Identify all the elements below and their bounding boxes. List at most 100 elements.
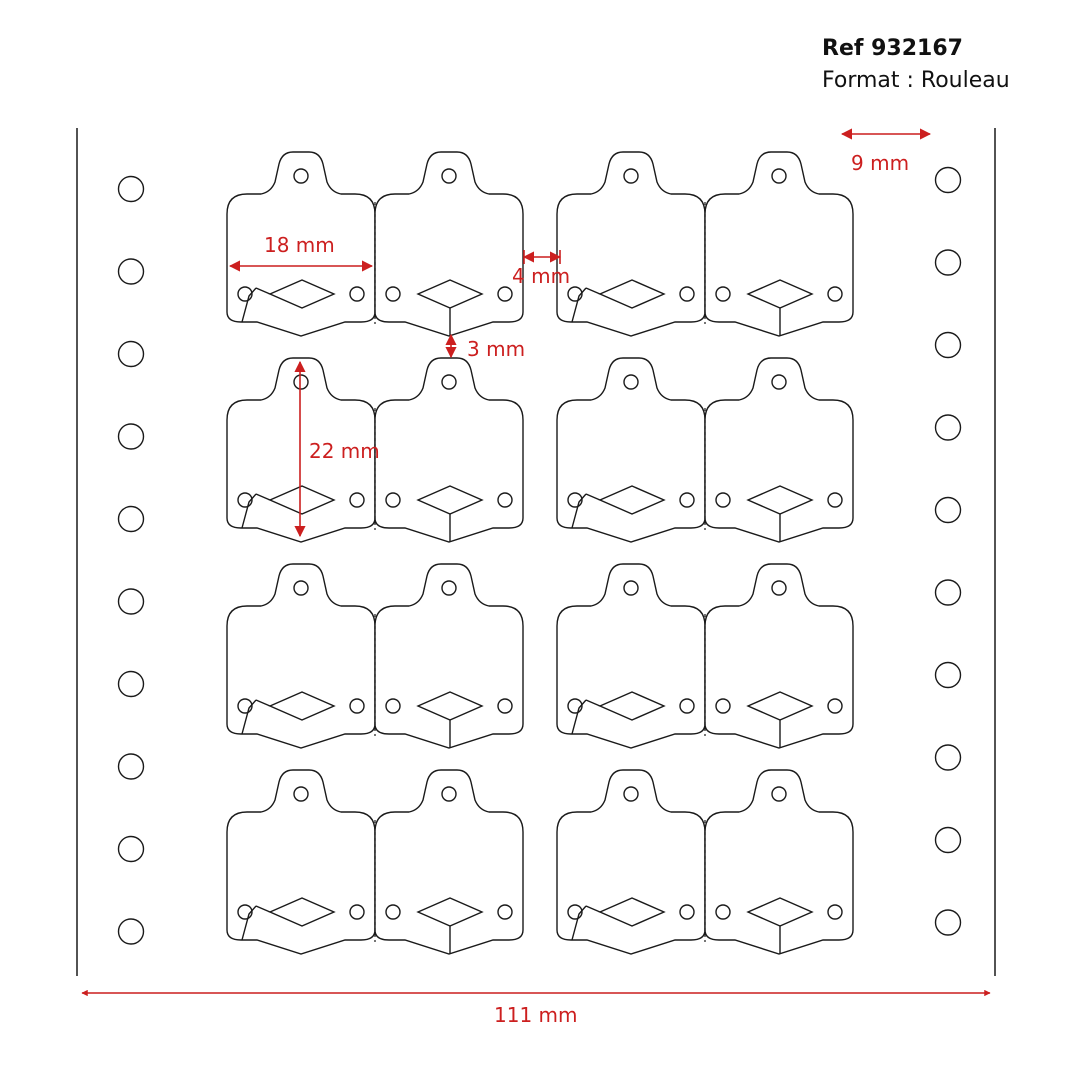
tag <box>556 357 706 543</box>
hang-hole <box>623 580 639 596</box>
hang-hole <box>623 374 639 390</box>
sprocket-hole-left <box>117 505 145 533</box>
side-hole <box>715 492 731 508</box>
sprocket-hole-left <box>117 258 145 285</box>
roll-width-label: 111 mm <box>494 1003 578 1027</box>
tag <box>704 563 854 749</box>
tag-height-label: 22 mm <box>309 439 380 463</box>
side-hole <box>349 904 365 920</box>
diamond-slot <box>416 691 484 721</box>
hang-hole <box>441 786 457 802</box>
hang-hole <box>293 786 309 802</box>
sprocket-hole-right <box>934 579 962 606</box>
tag-width-label: 18 mm <box>264 233 335 257</box>
dimension-roll-width: 111 mm <box>81 989 991 1027</box>
hang-hole <box>441 374 457 390</box>
sprocket-hole-left <box>117 588 145 615</box>
gap-vertical-label: 3 mm <box>467 337 525 361</box>
side-hole <box>567 286 583 302</box>
dimension-gap-horizontal: 4 mm <box>512 250 570 288</box>
tag <box>374 563 524 749</box>
sprocket-hole-right <box>934 661 962 689</box>
hang-hole <box>623 168 639 184</box>
side-hole <box>385 698 401 714</box>
hang-hole <box>623 786 639 802</box>
gap-horizontal-label: 4 mm <box>512 264 570 288</box>
side-hole <box>385 286 401 302</box>
hang-hole <box>441 580 457 596</box>
side-hole <box>237 904 253 920</box>
diamond-slot <box>746 485 814 515</box>
side-hole <box>679 286 695 302</box>
hang-hole <box>293 580 309 596</box>
tag <box>226 769 376 955</box>
side-hole <box>497 286 513 302</box>
side-hole <box>827 904 843 920</box>
dimension-tag-height: 22 mm <box>294 360 380 538</box>
side-hole <box>567 492 583 508</box>
side-hole <box>349 698 365 714</box>
sprocket-hole-left <box>117 175 145 203</box>
sprocket-hole-left <box>117 918 145 945</box>
diamond-slot <box>268 279 336 309</box>
dimension-margin: 9 mm <box>840 128 932 175</box>
side-hole <box>715 904 731 920</box>
diamond-slot <box>746 897 814 927</box>
diamond-slot <box>746 279 814 309</box>
diamond-slot <box>598 691 666 721</box>
diamond-slot <box>416 485 484 515</box>
side-hole <box>237 492 253 508</box>
format-label: Format : Rouleau <box>822 68 1010 93</box>
side-hole <box>497 492 513 508</box>
hang-hole <box>441 168 457 184</box>
sprocket-hole-right <box>934 744 962 771</box>
dimension-gap-vertical: 3 mm <box>445 333 525 361</box>
hang-hole <box>771 168 787 184</box>
margin-label: 9 mm <box>851 151 909 175</box>
diamond-slot <box>746 691 814 721</box>
diamond-slot <box>268 691 336 721</box>
sprocket-hole-left <box>117 340 145 368</box>
side-hole <box>497 698 513 714</box>
side-hole <box>715 698 731 714</box>
side-hole <box>349 286 365 302</box>
diamond-slot <box>268 897 336 927</box>
side-hole <box>237 698 253 714</box>
side-hole <box>679 492 695 508</box>
tag <box>556 151 706 337</box>
hang-hole <box>293 168 309 184</box>
side-hole <box>827 492 843 508</box>
sprocket-hole-left <box>117 753 145 780</box>
tag <box>556 563 706 749</box>
sprocket-holes <box>117 166 962 945</box>
diamond-slot <box>416 279 484 309</box>
sprocket-hole-right <box>934 249 962 276</box>
sprocket-hole-right <box>934 909 962 936</box>
tag <box>704 769 854 955</box>
sprocket-hole-right <box>934 414 962 441</box>
sprocket-hole-left <box>117 670 145 698</box>
sprocket-hole-left <box>117 835 145 863</box>
side-hole <box>349 492 365 508</box>
hang-hole <box>771 786 787 802</box>
sprocket-hole-right <box>934 496 962 524</box>
tag <box>226 563 376 749</box>
side-hole <box>567 698 583 714</box>
tag <box>374 357 524 543</box>
sprocket-hole-right <box>934 166 962 194</box>
dimension-tag-width: 18 mm <box>228 233 374 272</box>
hang-hole <box>771 374 787 390</box>
side-hole <box>385 492 401 508</box>
side-hole <box>497 904 513 920</box>
reference-label: Ref 932167 <box>822 36 963 61</box>
diamond-slot <box>598 897 666 927</box>
tag <box>556 769 706 955</box>
sprocket-hole-left <box>117 423 145 450</box>
side-hole <box>679 904 695 920</box>
sprocket-hole-right <box>934 331 962 359</box>
tag <box>704 151 854 337</box>
tag-grid <box>226 151 854 955</box>
tag <box>704 357 854 543</box>
diamond-slot <box>416 897 484 927</box>
